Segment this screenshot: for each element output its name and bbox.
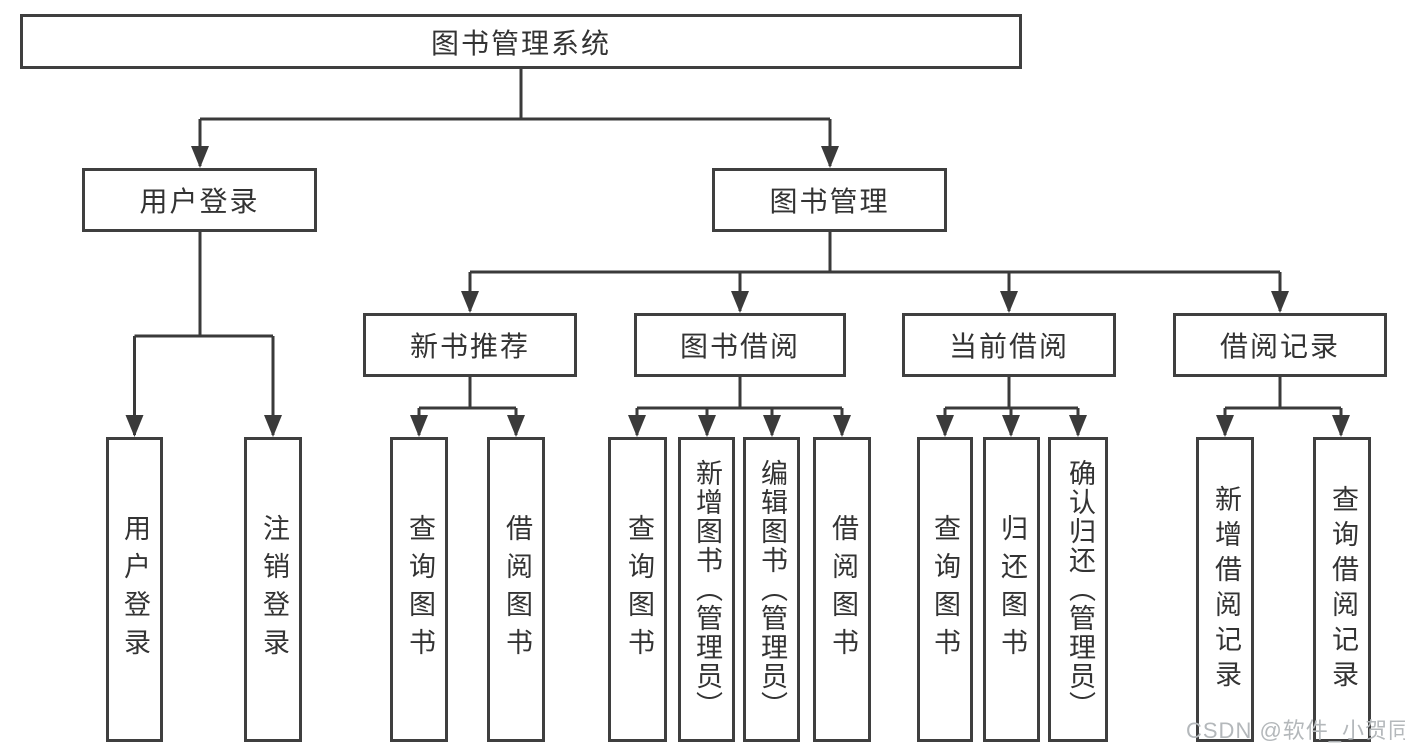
- leaf-add-borrow-record: 新增借阅记录: [1196, 437, 1254, 742]
- node-borrow-records: 借阅记录: [1173, 313, 1387, 377]
- leaf-confirm-return-admin: 确认归还（管理员）: [1048, 437, 1108, 742]
- node-user-login: 用户登录: [82, 168, 317, 232]
- leaf-user-login: 用户登录: [106, 437, 163, 742]
- node-book-borrow: 图书借阅: [634, 313, 846, 377]
- node-root-title: 图书管理系统: [20, 14, 1022, 69]
- leaf-query-borrow-record: 查询借阅记录: [1313, 437, 1371, 742]
- leaf-logout: 注销登录: [244, 437, 302, 742]
- leaf-newbook-borrow-books: 借阅图书: [487, 437, 545, 742]
- node-book-management: 图书管理: [712, 168, 947, 232]
- leaf-current-query-books: 查询图书: [917, 437, 973, 742]
- node-current-borrow: 当前借阅: [902, 313, 1116, 377]
- leaf-add-books-admin: 新增图书（管理员）: [678, 437, 735, 742]
- leaf-return-books: 归还图书: [983, 437, 1040, 742]
- leaf-borrow-books: 借阅图书: [813, 437, 871, 742]
- leaf-edit-books-admin: 编辑图书（管理员）: [743, 437, 800, 742]
- node-new-book-recommend: 新书推荐: [363, 313, 577, 377]
- leaf-newbook-query-books: 查询图书: [390, 437, 448, 742]
- leaf-borrow-query-books: 查询图书: [608, 437, 667, 742]
- csdn-watermark: CSDN @软件_小贺同学: [1186, 718, 1405, 743]
